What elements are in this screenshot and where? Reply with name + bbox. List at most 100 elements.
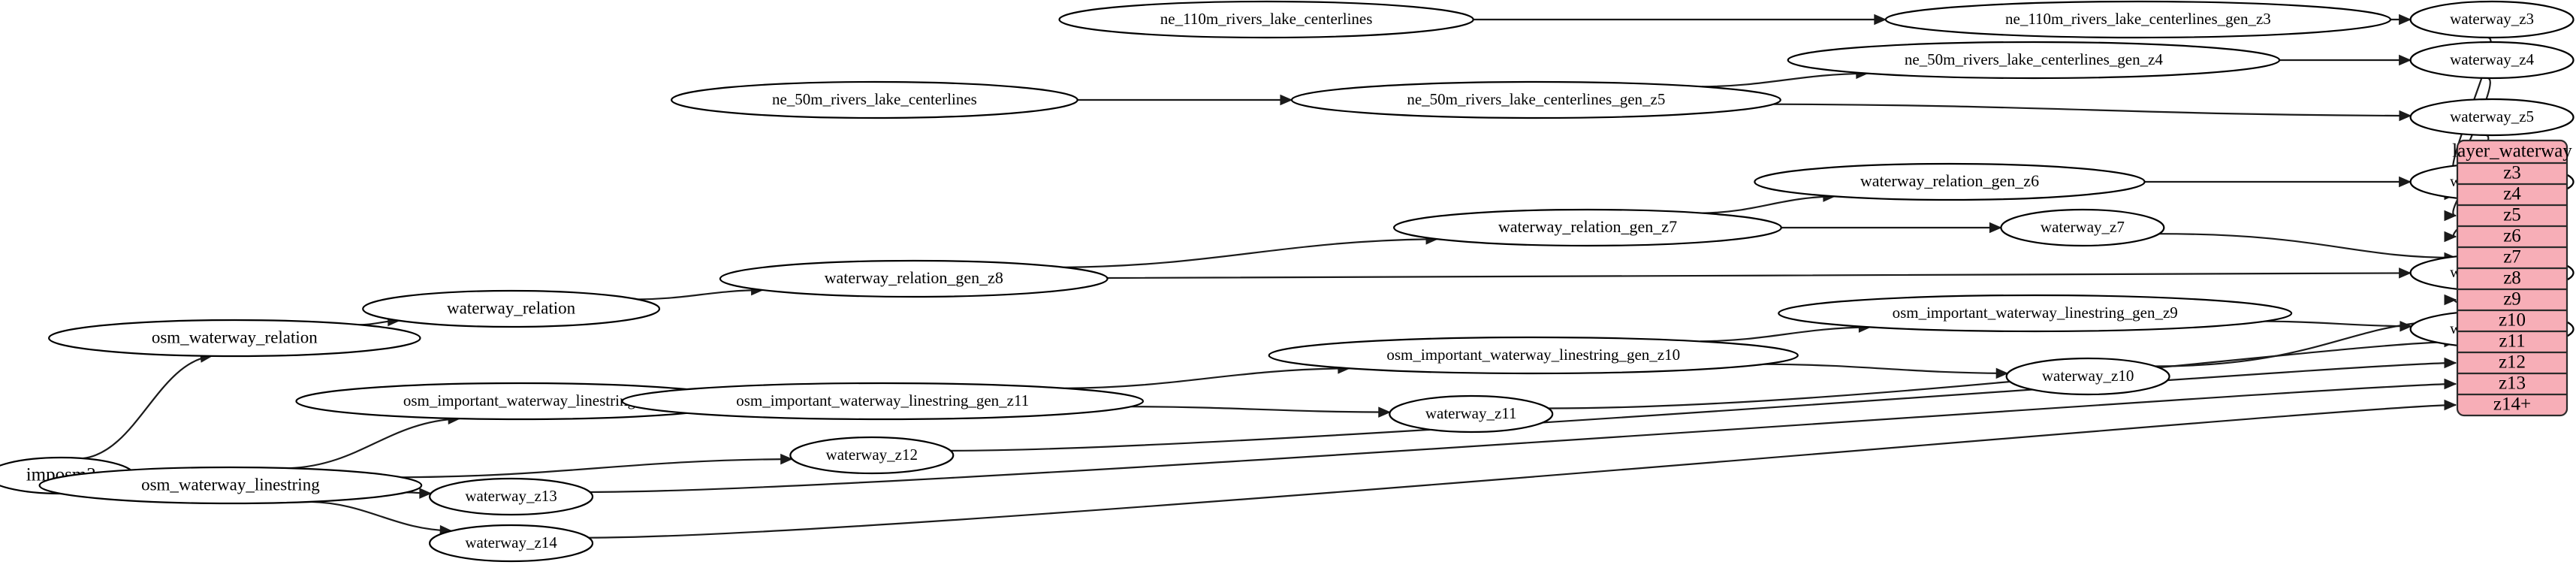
- graph-edge: [1063, 238, 1438, 268]
- node-label: waterway_z3: [2450, 10, 2534, 28]
- graph-node-osm_waterway_relation[interactable]: osm_waterway_relation: [48, 319, 421, 358]
- table-title: layer_waterway: [2452, 141, 2572, 162]
- node-label: osm_waterway_relation: [152, 328, 318, 346]
- node-label: osm_important_waterway_linestring_gen_z1…: [736, 391, 1029, 409]
- graph-edge: [1702, 195, 1835, 214]
- node-shape: [2409, 0, 2574, 39]
- graph-edge: [1701, 72, 1868, 88]
- node-label: waterway_relation_gen_z8: [825, 268, 1003, 287]
- node-shape: [429, 477, 594, 516]
- table-row-z5[interactable]: z5: [2503, 205, 2521, 225]
- node-label: waterway_relation_gen_z6: [1860, 171, 2039, 190]
- graph-edge: [289, 418, 460, 470]
- graph-edge: [1131, 406, 1390, 413]
- node-label: waterway_relation: [447, 298, 576, 317]
- graph-node-waterway_z3[interactable]: waterway_z3: [2409, 0, 2574, 39]
- table-row-z9[interactable]: z9: [2503, 289, 2521, 310]
- graph-edge: [588, 403, 2457, 539]
- graph-node-osm_important_waterway_linestring_gen_z9[interactable]: osm_important_waterway_linestring_gen_z9: [1778, 294, 2293, 333]
- table-row-z13[interactable]: z13: [2499, 373, 2526, 394]
- node-shape: [1393, 208, 1782, 247]
- graph-node-waterway_z7[interactable]: waterway_z7: [2000, 208, 2165, 247]
- graph-node-ne_110m_rivers_lake_centerlines_gen_z3[interactable]: ne_110m_rivers_lake_centerlines_gen_z3: [1884, 0, 2392, 39]
- node-shape: [621, 382, 1145, 421]
- node-label: waterway_z4: [2450, 50, 2534, 68]
- graph-edge: [401, 458, 792, 479]
- node-label: waterway_z13: [465, 487, 557, 505]
- graph-node-waterway_relation_gen_z7[interactable]: waterway_relation_gen_z7: [1393, 208, 1782, 247]
- node-shape: [429, 524, 594, 563]
- node-label: waterway_z10: [2042, 367, 2134, 385]
- table-row-z10[interactable]: z10: [2499, 310, 2526, 331]
- node-shape: [362, 289, 661, 328]
- layer-waterway-table: layer_waterwayz3z4z5z6z7z8z9z10z11z12z13…: [2452, 139, 2572, 417]
- graph-edge: [950, 361, 2457, 452]
- table-row-z14+[interactable]: z14+: [2493, 394, 2531, 415]
- graph-node-waterway_z11[interactable]: waterway_z11: [1389, 394, 1554, 434]
- node-label: ne_50m_rivers_lake_centerlines_gen_z4: [1905, 50, 2164, 68]
- node-label: ne_50m_rivers_lake_centerlines: [772, 90, 977, 108]
- layer-waterway-record[interactable]: layer_waterwayz3z4z5z6z7z8z9z10z11z12z13…: [2452, 139, 2572, 417]
- graph-node-waterway_z13[interactable]: waterway_z13: [429, 477, 594, 516]
- graph-node-waterway_z5[interactable]: waterway_z5: [2409, 98, 2574, 137]
- node-label: waterway_z5: [2450, 107, 2534, 125]
- graph-node-ne_50m_rivers_lake_centerlines[interactable]: ne_50m_rivers_lake_centerlines: [671, 80, 1078, 119]
- graph-node-osm_important_waterway_linestring[interactable]: osm_important_waterway_linestring: [295, 382, 744, 421]
- node-shape: [671, 80, 1078, 119]
- node-shape: [719, 259, 1109, 298]
- node-label: osm_waterway_linestring: [141, 475, 320, 494]
- node-shape: [1787, 41, 2281, 80]
- node-shape: [1884, 0, 2392, 39]
- table-row-z11[interactable]: z11: [2499, 331, 2525, 352]
- table-row-z4[interactable]: z4: [2503, 184, 2521, 204]
- graph-node-waterway_relation[interactable]: waterway_relation: [362, 289, 661, 328]
- node-shape: [1754, 162, 2146, 201]
- graph-node-osm_waterway_linestring[interactable]: osm_waterway_linestring: [38, 466, 423, 505]
- node-shape: [1389, 394, 1554, 434]
- table-row-z12[interactable]: z12: [2499, 352, 2526, 373]
- graph-node-waterway_relation_gen_z6[interactable]: waterway_relation_gen_z6: [1754, 162, 2146, 201]
- node-label: waterway_z7: [2041, 218, 2125, 236]
- graph-edge: [1107, 272, 2411, 279]
- graph-node-ne_50m_rivers_lake_centerlines_gen_z4[interactable]: ne_50m_rivers_lake_centerlines_gen_z4: [1787, 41, 2281, 80]
- node-shape: [2005, 357, 2170, 396]
- node-shape: [2409, 98, 2574, 137]
- graph-node-osm_important_waterway_linestring_gen_z10[interactable]: osm_important_waterway_linestring_gen_z1…: [1268, 336, 1799, 375]
- node-label: osm_important_waterway_linestring_gen_z1…: [1386, 346, 1680, 364]
- table-body: [2456, 139, 2568, 417]
- graph-edge: [637, 289, 763, 301]
- node-label: osm_important_waterway_linestring_gen_z9: [1893, 304, 2178, 322]
- graph-edge: [309, 500, 452, 532]
- node-label: waterway_z12: [826, 446, 918, 464]
- graph-node-waterway_z12[interactable]: waterway_z12: [789, 436, 955, 475]
- node-shape: [1268, 336, 1799, 375]
- node-label: ne_110m_rivers_lake_centerlines: [1160, 10, 1373, 28]
- graph-edge: [83, 355, 213, 460]
- node-shape: [1058, 0, 1474, 39]
- node-label: waterway_z11: [1425, 404, 1517, 422]
- graph-node-ne_110m_rivers_lake_centerlines[interactable]: ne_110m_rivers_lake_centerlines: [1058, 0, 1474, 39]
- node-shape: [48, 319, 421, 358]
- edge-layer: [66, 14, 2492, 539]
- node-shape: [1778, 294, 2293, 333]
- graph-node-waterway_relation_gen_z8[interactable]: waterway_relation_gen_z8: [719, 259, 1109, 298]
- node-label: ne_110m_rivers_lake_centerlines_gen_z3: [2005, 10, 2271, 28]
- graph-node-waterway_z4[interactable]: waterway_z4: [2409, 41, 2574, 80]
- graph-node-osm_important_waterway_linestring_gen_z11[interactable]: osm_important_waterway_linestring_gen_z1…: [621, 382, 1145, 421]
- graph-node-ne_50m_rivers_lake_centerlines_gen_z5[interactable]: ne_50m_rivers_lake_centerlines_gen_z5: [1290, 80, 1781, 119]
- graph-edge: [590, 382, 2457, 494]
- node-label: waterway_relation_gen_z7: [1498, 217, 1677, 236]
- node-shape: [2000, 208, 2165, 247]
- graph-edge: [1773, 103, 2411, 117]
- table-row-z3[interactable]: z3: [2503, 163, 2521, 183]
- table-row-z8[interactable]: z8: [2503, 268, 2521, 289]
- graph-edge: [1700, 326, 1871, 343]
- graph-node-waterway_z10[interactable]: waterway_z10: [2005, 357, 2170, 396]
- graph-edge: [2158, 233, 2457, 259]
- table-row-z6[interactable]: z6: [2503, 226, 2521, 246]
- graph-node-waterway_z14[interactable]: waterway_z14: [429, 524, 594, 563]
- table-row-z7[interactable]: z7: [2503, 247, 2521, 267]
